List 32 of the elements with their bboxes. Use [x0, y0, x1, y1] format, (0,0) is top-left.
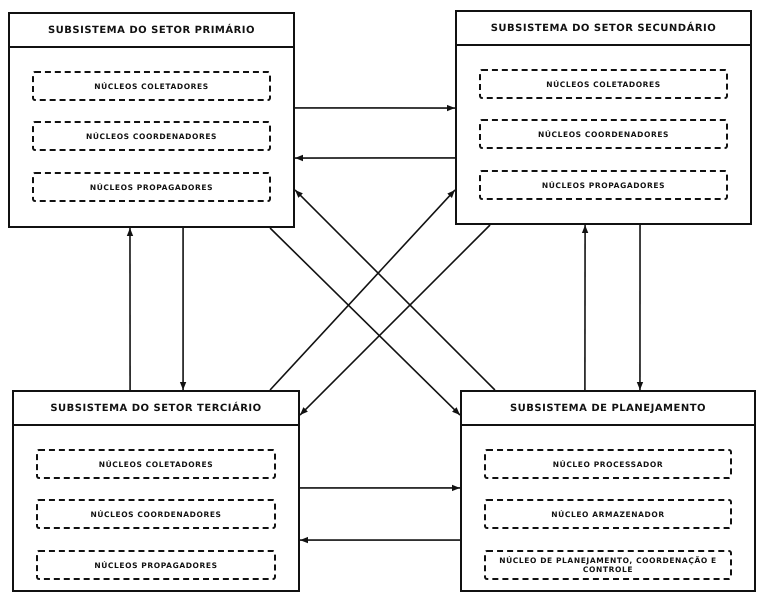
arrow — [126, 228, 134, 390]
arrow — [295, 154, 455, 162]
subsystem-box — [455, 10, 752, 225]
subsystem-box — [12, 390, 300, 592]
nucleus-box — [479, 170, 728, 200]
arrow — [299, 224, 491, 416]
nucleus-box — [479, 69, 728, 99]
arrow — [294, 189, 496, 391]
subsystem-box — [460, 390, 756, 592]
nucleus-box — [484, 499, 732, 529]
nucleus-box — [36, 550, 276, 580]
subsystem-title: SUBSISTEMA DO SETOR SECUNDÁRIO — [490, 22, 716, 34]
nucleus-box — [36, 449, 276, 479]
subsystem-title: SUBSISTEMA DE PLANEJAMENTO — [510, 402, 706, 414]
subsystem-box — [8, 12, 295, 228]
nucleus-box — [484, 449, 732, 479]
arrow — [269, 227, 461, 416]
nucleus-box — [36, 499, 276, 529]
arrow — [300, 536, 460, 544]
nucleus-box — [479, 119, 728, 149]
arrow — [636, 225, 644, 390]
arrow — [295, 104, 455, 112]
nucleus-box — [32, 121, 271, 151]
nucleus-box — [32, 172, 271, 202]
arrow — [300, 484, 460, 492]
arrow — [269, 189, 456, 391]
arrow — [180, 228, 186, 390]
nucleus-box — [484, 550, 732, 580]
nucleus-box — [32, 71, 271, 101]
subsystem-title: SUBSISTEMA DO SETOR TERCIÁRIO — [50, 402, 262, 414]
arrow — [582, 225, 588, 390]
subsystem-title: SUBSISTEMA DO SETOR PRIMÁRIO — [48, 24, 256, 36]
